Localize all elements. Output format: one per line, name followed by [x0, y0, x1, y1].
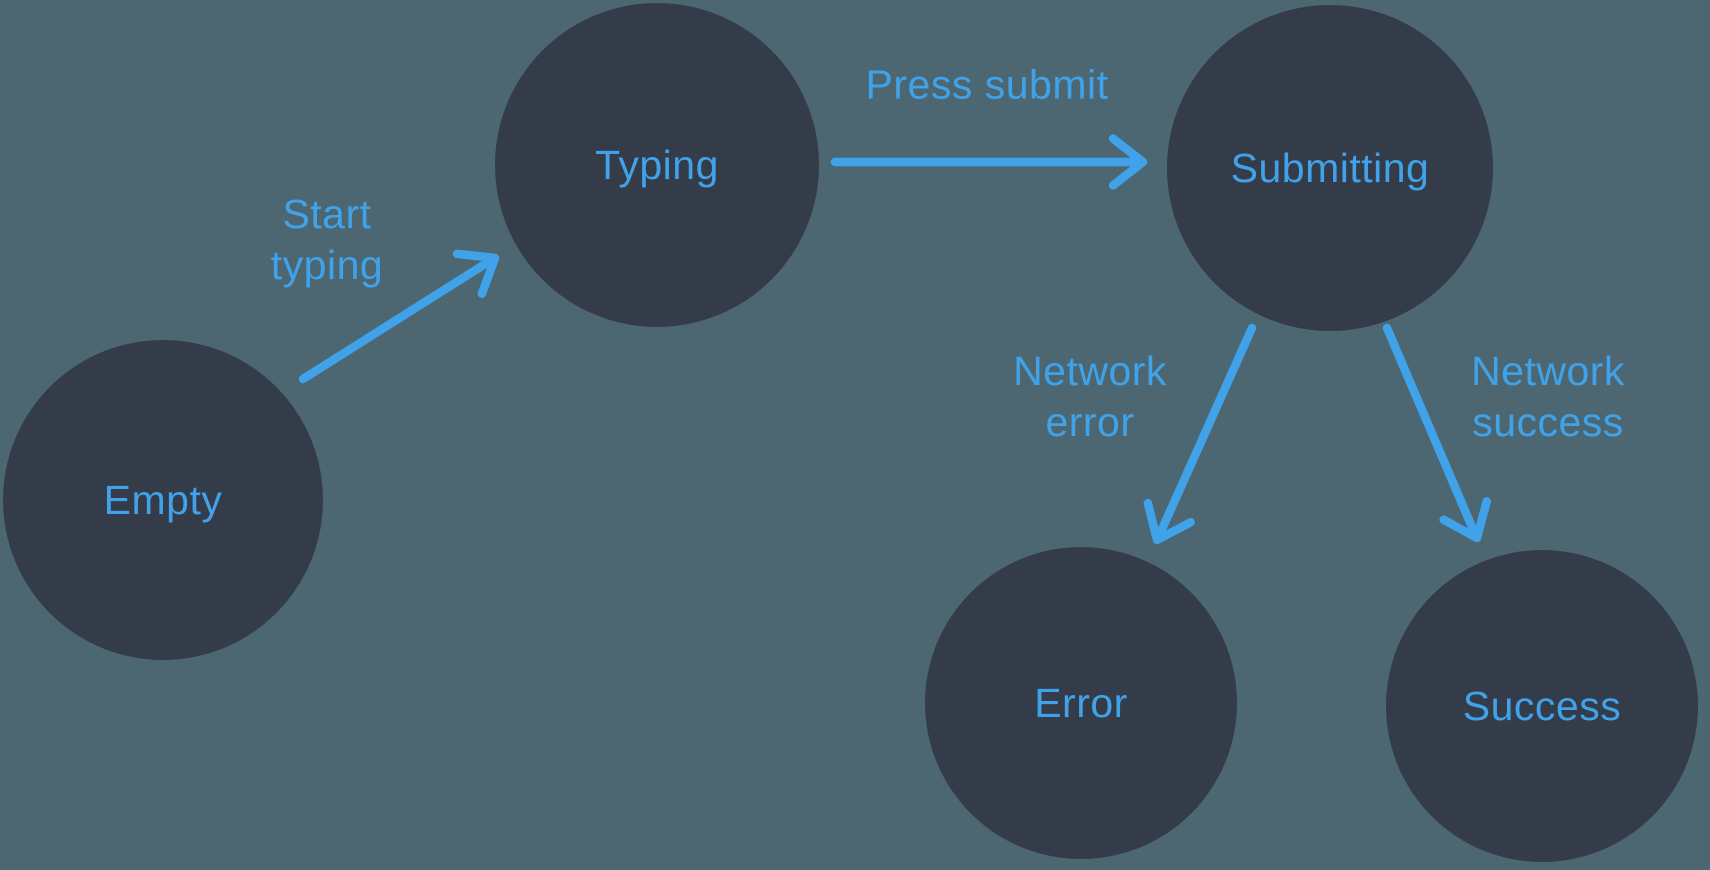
transition-label-line: success [1472, 399, 1624, 445]
state-node-success: Success [1386, 550, 1698, 862]
transition-label-line: typing [270, 242, 384, 288]
arrow-head [1143, 498, 1195, 545]
transition-label-press-submit: Press submit [866, 60, 1109, 111]
arrow-head [452, 249, 500, 298]
state-label: Success [1462, 682, 1622, 729]
transition-label-line: error [1045, 399, 1135, 445]
state-node-typing: Typing [495, 3, 819, 327]
state-node-error: Error [925, 547, 1237, 859]
arrow-shaft [1382, 323, 1480, 539]
transition-label-start-typing: Start typing [271, 189, 383, 291]
arrow-empty-to-typing [298, 249, 500, 384]
arrow-typing-to-submitting [830, 134, 1148, 190]
state-label: Typing [595, 141, 719, 188]
state-node-submitting: Submitting [1167, 5, 1493, 331]
arrow-shaft [298, 254, 498, 384]
arrow-submitting-to-success [1382, 323, 1491, 543]
state-label: Submitting [1230, 144, 1430, 191]
transition-label-network-success: Network success [1471, 346, 1625, 448]
arrow-submitting-to-error [1143, 323, 1257, 545]
arrow-shaft [1154, 323, 1257, 541]
state-label: Error [1034, 679, 1128, 726]
state-node-empty: Empty [3, 340, 323, 660]
transition-label-line: Network [1013, 348, 1167, 394]
transition-label-line: Network [1471, 348, 1625, 394]
transition-label-line: Start [282, 191, 372, 237]
transition-label-network-error: Network error [1013, 346, 1167, 448]
transition-label-line: Press submit [865, 61, 1109, 108]
state-label: Empty [103, 476, 223, 523]
arrow-head [1439, 497, 1491, 543]
arrow-head [1108, 134, 1148, 190]
